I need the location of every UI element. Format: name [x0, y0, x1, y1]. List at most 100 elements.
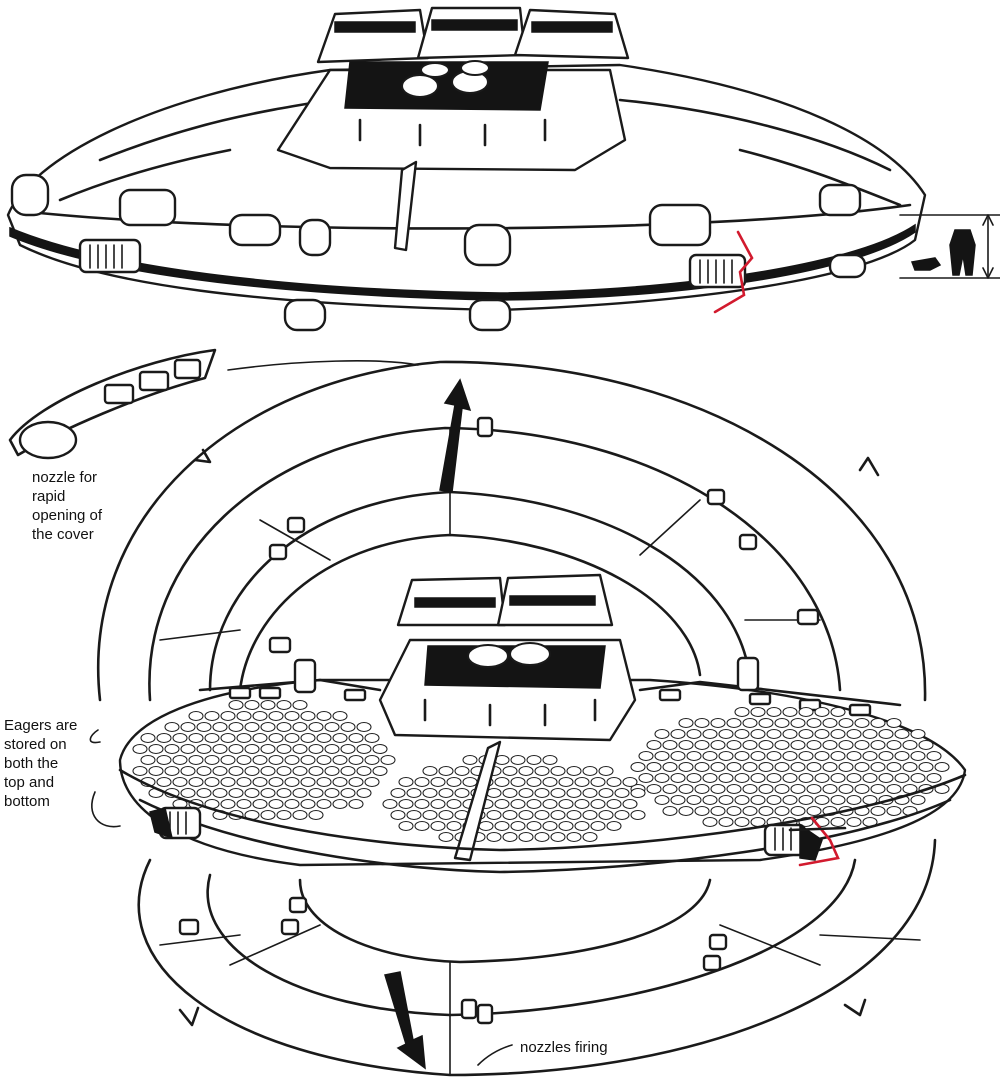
eager-egg: [308, 809, 324, 821]
eager-egg: [550, 809, 566, 821]
eager-egg: [830, 728, 846, 740]
eager-egg: [846, 816, 862, 828]
eager-egg: [790, 717, 806, 729]
eager-egg: [646, 783, 662, 795]
eager-egg: [542, 776, 558, 788]
eager-egg: [918, 739, 934, 751]
eager-egg: [846, 728, 862, 740]
eager-egg: [268, 710, 284, 722]
eager-egg: [918, 761, 934, 773]
eager-egg: [726, 783, 742, 795]
eager-egg: [894, 728, 910, 740]
eager-egg: [356, 743, 372, 755]
eager-egg: [902, 761, 918, 773]
eager-egg: [630, 787, 646, 799]
eager-egg: [422, 765, 438, 777]
eager-egg: [212, 721, 228, 733]
eager-egg: [758, 761, 774, 773]
eager-egg: [204, 754, 220, 766]
eager-egg: [292, 743, 308, 755]
eager-egg: [164, 765, 180, 777]
eager-egg: [694, 717, 710, 729]
eager-egg: [542, 820, 558, 832]
eager-egg: [356, 787, 372, 799]
eager-egg: [502, 787, 518, 799]
eager-egg: [316, 798, 332, 810]
eager-egg: [854, 717, 870, 729]
eager-egg: [348, 798, 364, 810]
eager-egg: [268, 776, 284, 788]
eager-egg: [734, 706, 750, 718]
eager-egg: [830, 816, 846, 828]
eager-egg: [686, 728, 702, 740]
eager-egg: [494, 798, 510, 810]
top-pods: [316, 6, 630, 64]
eager-egg: [702, 794, 718, 806]
eager-egg: [502, 765, 518, 777]
eager-egg: [630, 761, 646, 773]
eager-egg: [324, 787, 340, 799]
eager-egg: [534, 831, 550, 843]
eager-egg: [670, 794, 686, 806]
eager-egg: [726, 717, 742, 729]
eager-egg: [830, 750, 846, 762]
eager-egg: [814, 794, 830, 806]
eager-egg: [276, 809, 292, 821]
eager-egg: [196, 765, 212, 777]
eager-egg: [678, 761, 694, 773]
eager-egg: [718, 750, 734, 762]
eager-egg: [854, 783, 870, 795]
eager-egg: [830, 706, 846, 718]
eager-egg: [390, 809, 406, 821]
eager-egg: [558, 776, 574, 788]
eager-egg: [870, 805, 886, 817]
eager-egg: [606, 776, 622, 788]
eager-egg: [806, 761, 822, 773]
eager-egg: [854, 739, 870, 751]
eager-egg: [252, 798, 268, 810]
eager-egg: [260, 809, 276, 821]
eager-egg: [478, 820, 494, 832]
front-fin: [453, 740, 502, 862]
eager-egg: [758, 717, 774, 729]
eager-egg: [502, 809, 518, 821]
eager-egg: [414, 820, 430, 832]
eager-egg: [324, 765, 340, 777]
eager-egg: [220, 710, 236, 722]
eager-egg: [132, 743, 148, 755]
eager-egg: [678, 783, 694, 795]
eager-egg: [782, 728, 798, 740]
eager-egg: [654, 728, 670, 740]
eager-egg: [822, 761, 838, 773]
label-nozzle-cover: nozzle for rapid opening of the cover: [32, 469, 103, 543]
scale-reference: [899, 214, 1000, 279]
eager-egg: [236, 754, 252, 766]
eager-egg: [252, 732, 268, 744]
eager-egg: [910, 728, 926, 740]
eager-egg: [558, 798, 574, 810]
eager-egg: [300, 732, 316, 744]
eager-egg: [750, 728, 766, 740]
eager-egg: [894, 772, 910, 784]
eager-egg: [292, 765, 308, 777]
eager-egg: [196, 743, 212, 755]
eager-egg: [454, 787, 470, 799]
eager-egg: [196, 721, 212, 733]
eager-egg: [798, 794, 814, 806]
eager-egg: [846, 750, 862, 762]
eager-egg: [782, 706, 798, 718]
eager-egg: [718, 728, 734, 740]
eager-egg: [766, 794, 782, 806]
eager-egg: [654, 750, 670, 762]
eager-egg: [662, 783, 678, 795]
eager-egg: [300, 776, 316, 788]
eager-egg: [702, 772, 718, 784]
eager-egg: [228, 699, 244, 711]
eager-egg: [438, 831, 454, 843]
eager-egg: [742, 761, 758, 773]
eager-egg: [526, 798, 542, 810]
eager-egg: [694, 761, 710, 773]
eager-egg: [316, 710, 332, 722]
arrow-up: [439, 378, 472, 493]
eager-egg: [598, 787, 614, 799]
